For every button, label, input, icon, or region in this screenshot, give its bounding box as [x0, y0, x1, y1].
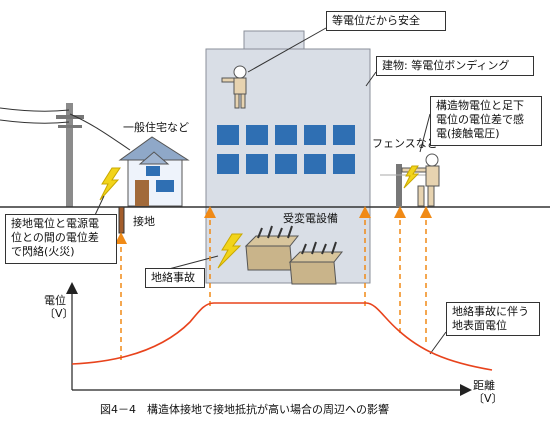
house-label: 一般住宅など [123, 121, 189, 134]
callout-flashover: 接地電位と電源電 位との間の電位差 で閃絡(火災) [5, 214, 117, 264]
callout-surface-potential: 地絡事故に伴う 地表面電位 [446, 302, 540, 336]
lightning-icon-house [99, 167, 121, 201]
fence [380, 164, 430, 207]
figure-caption: 図4－4 構造体接地で接地抵抗が高い場合の周辺への影響 [100, 403, 389, 416]
axis-y-label: 電位 〔V〕 [44, 294, 74, 320]
axis-x-label: 距離 〔V〕 [473, 379, 503, 405]
callout-equipotential-safe: 等電位だから安全 [326, 11, 446, 31]
house [118, 136, 190, 207]
callout-touch-voltage: 構造物電位と足下 電位の電位差で感 電(接触電圧) [430, 96, 542, 146]
callout-bonding: 建物: 等電位ボンディング [376, 56, 534, 76]
lightning-icon-substation [217, 233, 243, 269]
utility-pole [0, 103, 131, 207]
potential-axes [66, 282, 472, 396]
substation-equipment [244, 225, 344, 285]
substation-label: 受変電設備 [283, 212, 338, 225]
surface-potential-curve [71, 302, 493, 371]
ground-rod-label: 接地 [133, 215, 155, 228]
lightning-icon-fence [403, 165, 420, 189]
building-windows [217, 125, 355, 174]
fence-label: フェンスなど [372, 137, 438, 150]
ground-rod [118, 206, 125, 234]
callout-ground-fault: 地絡事故 [145, 268, 205, 288]
dashed-arrows [115, 206, 432, 360]
worker-on-roof [221, 65, 247, 109]
